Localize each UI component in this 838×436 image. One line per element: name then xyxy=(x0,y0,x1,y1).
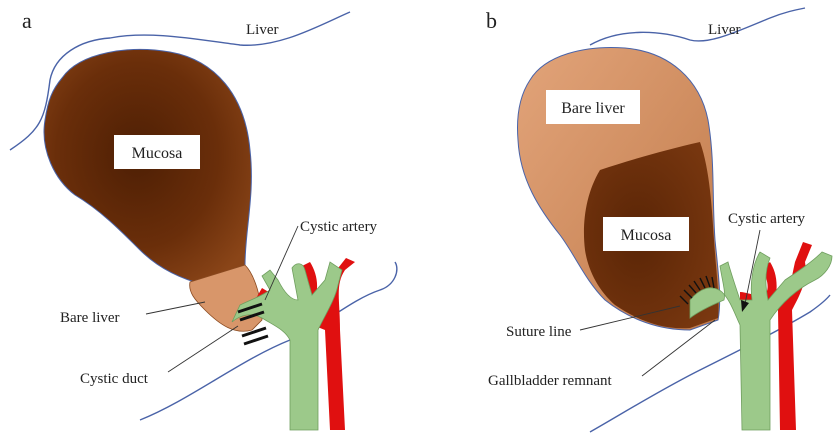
panel-b-cystic-artery-label: Cystic artery xyxy=(728,211,806,227)
panel-b-liver-label: Liver xyxy=(708,22,740,38)
panel-a-cystic-duct-label: Cystic duct xyxy=(80,371,149,387)
panel-b-letter: b xyxy=(486,8,497,33)
panel-a-mucosa-label: Mucosa xyxy=(132,145,183,162)
panel-b-bare-liver-label: Bare liver xyxy=(561,100,625,117)
panel-a-liver-label: Liver xyxy=(246,22,278,38)
panel-b: b Bare liver Mucosa Liver Cystic artery xyxy=(486,8,832,432)
panel-a-duct-pointer xyxy=(168,326,238,372)
panel-b-liver-outline xyxy=(590,8,805,45)
panel-b-remnant-label: Gallbladder remnant xyxy=(488,373,613,389)
panel-b-suture-line-label: Suture line xyxy=(506,324,572,340)
panel-a-bare-liver-pointer xyxy=(146,302,205,314)
panel-a-cystic-artery-label: Cystic artery xyxy=(300,219,378,235)
panel-a-letter: a xyxy=(22,8,32,33)
panel-a: a Mucosa Liver Cystic artery Bare liver … xyxy=(10,8,397,430)
panel-a-bare-liver-label: Bare liver xyxy=(60,310,120,326)
panel-b-mucosa-label: Mucosa xyxy=(621,227,672,244)
